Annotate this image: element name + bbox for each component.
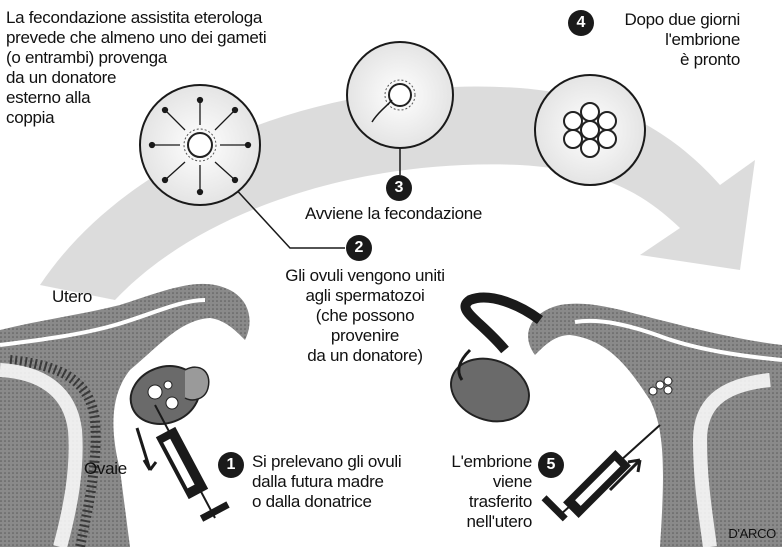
- step-4-text: Dopo due giorni l'embrione è pronto: [600, 10, 740, 70]
- step-1-badge: 1: [218, 452, 244, 478]
- step-2-badge: 2: [346, 235, 372, 261]
- embryo-circle: [535, 75, 645, 185]
- step-5-badge: 5: [538, 452, 564, 478]
- intro-text: La fecondazione assistita eterologa prev…: [6, 8, 306, 128]
- step-3-badge: 3: [386, 175, 412, 201]
- step-1-text: Si prelevano gli ovuli dalla futura madr…: [252, 452, 452, 512]
- step-4-badge: 4: [568, 10, 594, 36]
- step-3-text: Avviene la fecondazione: [305, 204, 505, 224]
- credit-label: D'ARCO: [728, 524, 776, 544]
- ovaie-label: Ovaie: [84, 459, 127, 479]
- step-5-text: L'embrione viene trasferito nell'utero: [432, 452, 532, 532]
- fertilization-circle: [347, 42, 453, 148]
- step-2-text: Gli ovuli vengono uniti agli spermatozoi…: [265, 266, 465, 366]
- left-uterus-illustration: [0, 284, 250, 547]
- utero-label: Utero: [52, 287, 92, 307]
